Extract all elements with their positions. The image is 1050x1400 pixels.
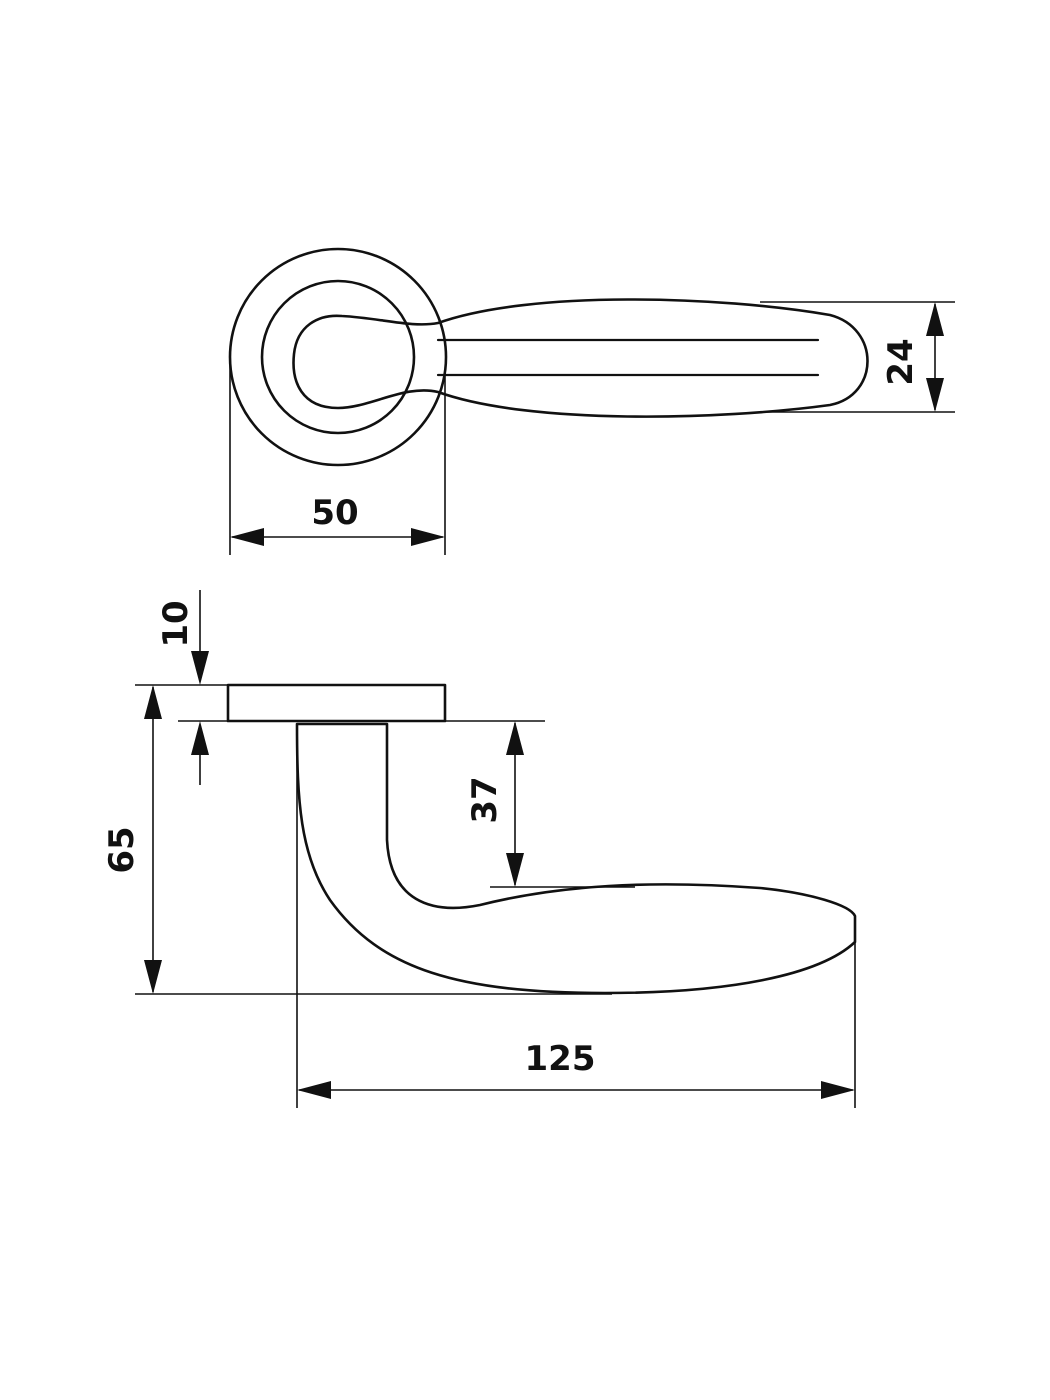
dimension-projection: 125 [296,724,856,1108]
dimension-lever-offset: 37 [465,721,635,888]
dimension-rosette-diameter: 50 [229,355,446,555]
dimension-label-50: 50 [311,493,358,533]
top-view [228,247,869,467]
rosette-inner-circle [260,279,416,435]
rosette-side-plate [226,683,447,723]
dimension-overall-height: 65 [102,685,612,995]
lever-top-outline [292,298,869,418]
dimension-label-125: 125 [525,1039,596,1079]
dimension-rosette-thickness: 10 [135,590,545,785]
dimension-label-24: 24 [881,338,921,385]
dimension-label-10: 10 [156,600,196,647]
dimension-label-65: 65 [102,826,142,873]
side-view [226,683,857,995]
dimension-label-37: 37 [465,776,505,823]
dimension-lever-width: 24 [760,301,955,413]
lever-side-outline [295,722,857,995]
